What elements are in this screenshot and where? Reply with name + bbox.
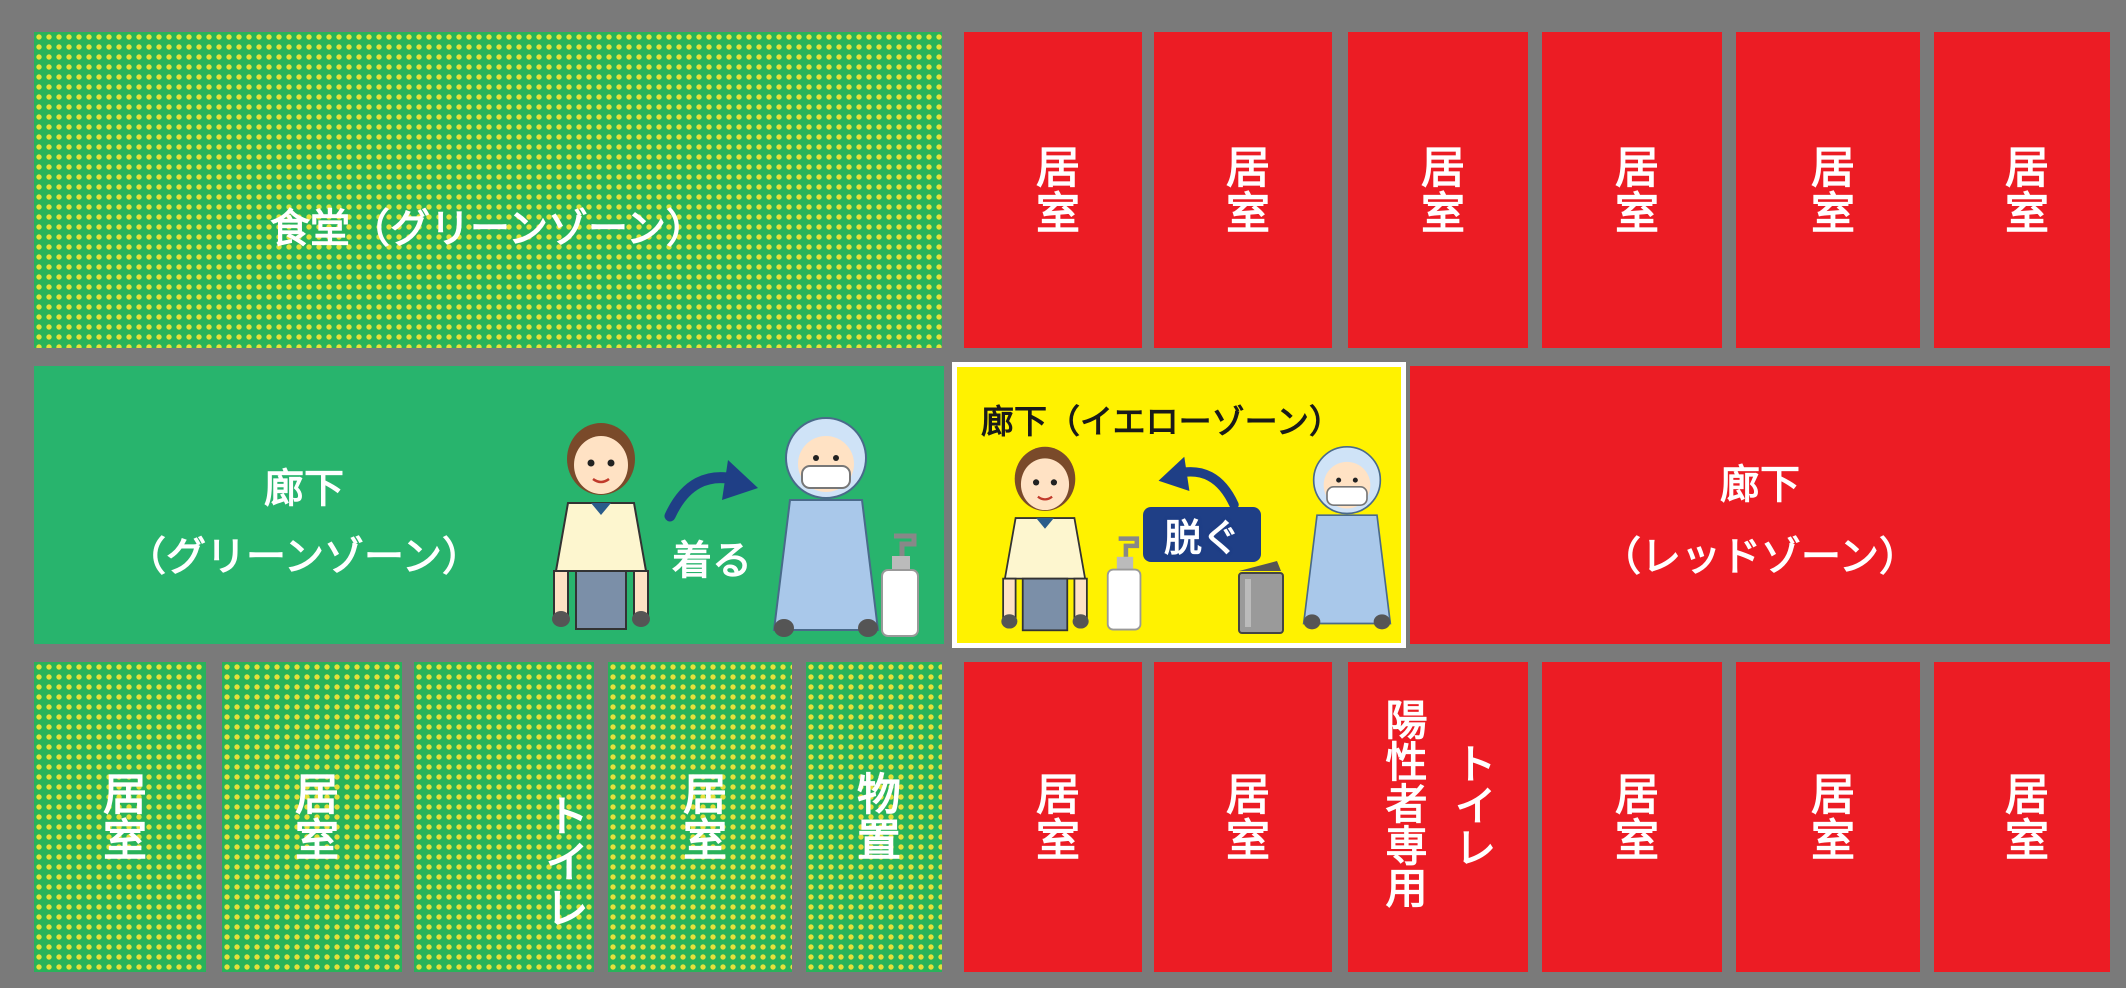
arrow-left-icon — [1158, 456, 1239, 510]
room-top-5: 居室 — [1736, 32, 1920, 348]
room-label: 居室 — [287, 771, 338, 863]
arrow-right-icon — [664, 460, 758, 522]
room-label: 居室 — [1997, 144, 2048, 236]
take-off-label: 脱ぐ — [1143, 507, 1261, 562]
dining-green-zone: 食堂（グリーンゾーン） — [34, 32, 942, 348]
room-bottom-green-1: 居室 — [34, 662, 206, 972]
trash-bin-icon — [1238, 561, 1284, 634]
room-bottom-red-4: 居室 — [1736, 662, 1920, 972]
room-top-1: 居室 — [964, 32, 1142, 348]
room-bottom-red-1: 居室 — [964, 662, 1142, 972]
toilet-label: トイレ — [1448, 742, 1497, 868]
room-bottom-green-4: 居室 — [608, 662, 792, 972]
put-on-label: 着る — [672, 538, 752, 584]
room-top-3: 居室 — [1348, 32, 1528, 348]
room-label: 居室 — [1607, 144, 1658, 236]
room-label: 居室 — [1413, 144, 1464, 236]
room-label: 居室 — [1803, 771, 1854, 863]
room-bottom-red-2: 居室 — [1154, 662, 1332, 972]
room-label: 居室 — [1028, 144, 1079, 236]
room-label: 居室 — [1803, 144, 1854, 236]
room-label: 居室 — [1218, 144, 1269, 236]
room-label: 居室 — [675, 771, 726, 863]
corridor-green-zone: 廊下 （グリーンゾーン） 着る — [34, 366, 944, 644]
room-bottom-red-5: 居室 — [1934, 662, 2110, 972]
corridor-yellow-zone: 廊下（イエローゾーン） 脱ぐ — [952, 362, 1406, 648]
room-top-4: 居室 — [1542, 32, 1722, 348]
person-ppe-icon — [772, 417, 880, 637]
patient-only-toilet: トイレ 陽性者専用 — [1348, 662, 1528, 972]
room-top-6: 居室 — [1934, 32, 2110, 348]
corridor-green-label-2: （グリーンゾーン） — [126, 534, 482, 580]
toilet-green: トイレ — [414, 662, 594, 972]
dining-label: 食堂（グリーンゾーン） — [270, 206, 706, 252]
patient-only-label: 陽性者専用 — [1379, 698, 1428, 908]
room-label: 居室 — [1997, 771, 2048, 863]
storage-green: 物置 — [806, 662, 942, 972]
room-label: 居室 — [1607, 771, 1658, 863]
sanitizer-bottle-icon — [1106, 536, 1142, 631]
sanitizer-bottle-icon — [881, 533, 919, 637]
room-label: 居室 — [1028, 771, 1079, 863]
room-label: 居室 — [1218, 771, 1269, 863]
room-bottom-green-2: 居室 — [222, 662, 402, 972]
patient-toilet-label: トイレ 陽性者専用 — [1348, 662, 1528, 972]
yellow-zone-title: 廊下（イエローゾーン） — [981, 402, 1343, 441]
corridor-red-label-1: 廊下 — [1720, 462, 1800, 508]
corridor-green-label-1: 廊下 — [264, 466, 344, 512]
person-staff-icon — [1001, 446, 1089, 632]
corridor-red-zone: 廊下 （レッドゾーン） — [1410, 366, 2110, 644]
person-ppe-icon — [1302, 446, 1392, 630]
person-staff-icon — [552, 423, 650, 630]
room-label: 居室 — [95, 771, 146, 863]
storage-label: 物置 — [849, 771, 900, 863]
room-bottom-red-3: 居室 — [1542, 662, 1722, 972]
room-top-2: 居室 — [1154, 32, 1332, 348]
toilet-label: トイレ — [537, 793, 588, 931]
corridor-red-label-2: （レッドゾーン） — [1601, 534, 1919, 580]
